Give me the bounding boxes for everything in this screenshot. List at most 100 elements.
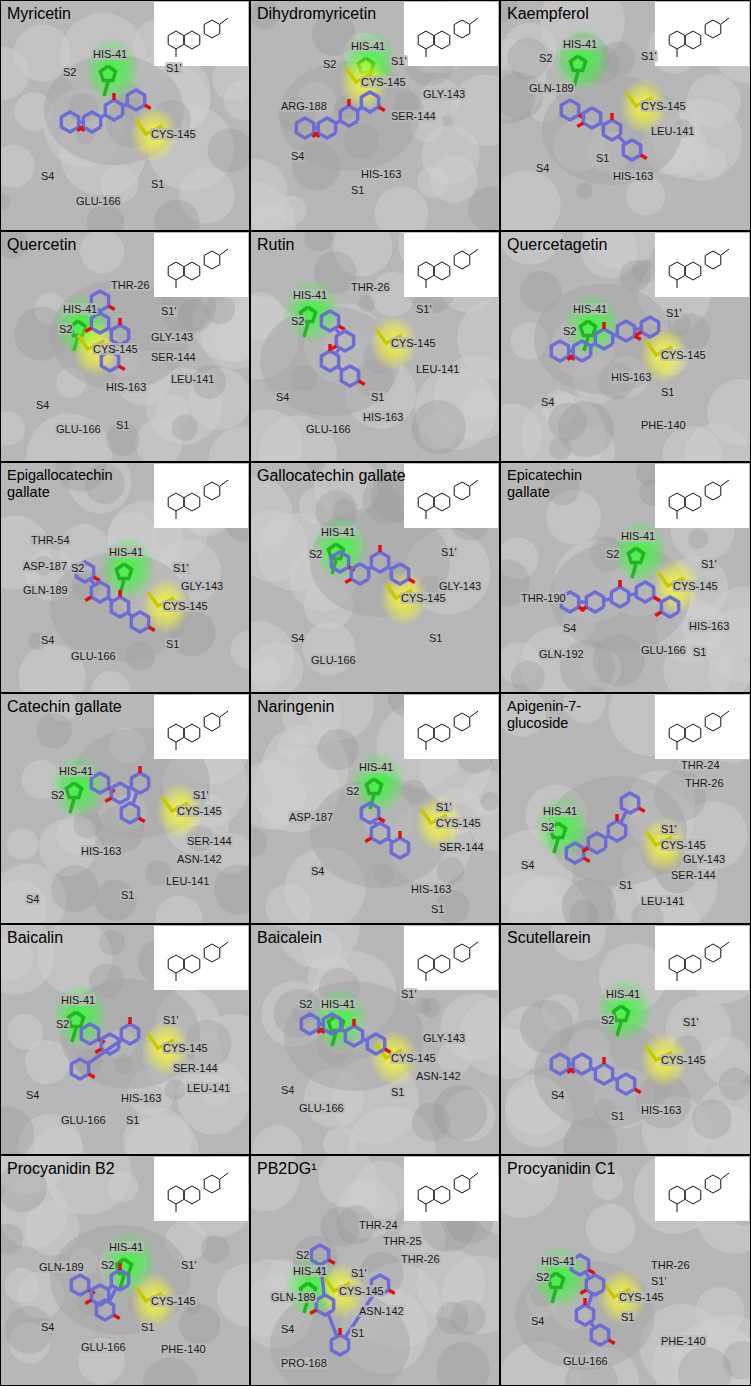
residue-label: S4 (25, 1089, 40, 1101)
residue-label: PRO-168 (280, 1357, 328, 1369)
protein-surface (250, 0, 500, 231)
residue-label: S2 (100, 1259, 115, 1271)
residue-label: CYS-145 (435, 817, 482, 829)
protein-surface (250, 693, 500, 924)
docking-panel: Myricetin (0, 0, 250, 231)
residue-label: S2 (55, 1018, 70, 1030)
residue-label: CYS-145 (640, 100, 687, 112)
residue-label: S4 (25, 893, 40, 905)
residue-label: S1 (430, 903, 445, 915)
residue-label: S4 (275, 391, 290, 403)
residue-label: S2 (295, 1249, 310, 1261)
residue-label: S2 (70, 562, 85, 574)
ligand-sticks (551, 317, 658, 361)
structure-inset (404, 464, 498, 528)
structure-inset (154, 464, 248, 528)
residue-label: GLU-166 (310, 654, 357, 666)
residue-label: CYS-145 (338, 1285, 385, 1297)
panel-title: Epigallocatechin gallate (1, 463, 143, 504)
panel-title: Gallocatechin gallate (251, 463, 412, 489)
residue-label: HIS-41 (542, 805, 578, 817)
residue-label: S2 (308, 548, 323, 560)
residue-label: S1 (140, 1321, 155, 1333)
residue-label: THR-24 (680, 759, 721, 771)
residue-label: S1 (595, 152, 610, 164)
residue-label: GLY-143 (150, 331, 194, 343)
residue-label: GLY-143 (438, 580, 482, 592)
residue-label: GLU-166 (305, 423, 352, 435)
protein-surface (0, 0, 250, 231)
ligand-sticks (71, 1017, 138, 1079)
residue-label: HIS-163 (360, 168, 402, 180)
residue-label: SER-144 (150, 351, 197, 363)
residue-label: GLN-189 (270, 1291, 317, 1303)
residue-label: S4 (535, 162, 550, 174)
residue-label: S1' (192, 789, 210, 801)
residue-label: HIS-163 (80, 845, 122, 857)
residue-label: CYS-145 (390, 1052, 437, 1064)
residue-label: CYS-145 (150, 128, 197, 140)
residue-label: S4 (290, 150, 305, 162)
residue-label: LEU-141 (170, 373, 215, 385)
residue-label: S2 (600, 1014, 615, 1026)
panel-title: Myricetin (1, 1, 77, 27)
residue-label: HIS-41 (108, 546, 144, 558)
residue-label: CYS-145 (162, 600, 209, 612)
panel-title: Scutellarein (501, 925, 597, 951)
residue-label: S2 (322, 58, 337, 70)
residue-label: S1 (370, 391, 385, 403)
panel-title: Rutin (251, 232, 300, 258)
residue-label: S1 (618, 879, 633, 891)
residue-label: HIS-41 (60, 994, 96, 1006)
ligand-sticks (561, 580, 678, 617)
residue-label: HIS-41 (320, 526, 356, 538)
residue-label: S4 (40, 1321, 55, 1333)
residue-label: S1 (428, 632, 443, 644)
residue-label: HIS-163 (688, 620, 730, 632)
structure-inset (404, 233, 498, 297)
docking-panel: Kaempferol (500, 0, 751, 231)
residue-label: SER-144 (172, 1062, 219, 1074)
residue-label: CYS-145 (176, 805, 223, 817)
residue-label: S2 (540, 821, 555, 833)
structure-inset (655, 1157, 749, 1221)
residue-label: CYS-145 (150, 1295, 197, 1307)
ligand-sticks (566, 793, 644, 863)
residue-label: SER-144 (186, 835, 233, 847)
residue-label: S1' (390, 55, 408, 67)
residue-label: SER-144 (670, 869, 717, 881)
residue-label: HIS-163 (120, 1092, 162, 1104)
residue-label: S1' (700, 558, 718, 570)
residue-label: THR-54 (30, 534, 71, 546)
residue-label: S1 (125, 1114, 140, 1126)
residue-label: S1 (692, 646, 707, 658)
residue-label: LEU-141 (415, 363, 460, 375)
residue-label: S4 (530, 1315, 545, 1327)
residue-label: GLU-166 (55, 423, 102, 435)
ligand-sticks (561, 100, 646, 160)
residue-label: HIS-41 (540, 1255, 576, 1267)
residue-label: S1 (165, 638, 180, 650)
residue-label: HIS-41 (62, 303, 98, 315)
panel-title: Catechin gallate (1, 694, 128, 720)
protein-surface (250, 231, 500, 462)
ligand-sticks (61, 90, 150, 132)
protein-surface (500, 0, 751, 231)
residue-label: CYS-145 (400, 592, 447, 604)
residue-label: HIS-41 (92, 48, 128, 60)
structure-inset (655, 464, 749, 528)
residue-label: CYS-145 (660, 1054, 707, 1066)
residue-label: S2 (58, 323, 73, 335)
residue-label: LEU-141 (186, 1082, 231, 1094)
residue-label: ASN-142 (415, 1070, 462, 1082)
residue-label: HIS-41 (562, 38, 598, 50)
residue-label: HIS-41 (58, 765, 94, 777)
residue-label: S1 (115, 419, 130, 431)
protein-surface (500, 462, 751, 693)
residue-label: S1' (180, 1259, 198, 1271)
residue-label: S4 (35, 399, 50, 411)
residue-label: GLU-166 (562, 1355, 609, 1367)
structure-inset (655, 926, 749, 990)
residue-label: HIS-163 (612, 170, 654, 182)
panel-title: Kaempferol (501, 1, 595, 27)
